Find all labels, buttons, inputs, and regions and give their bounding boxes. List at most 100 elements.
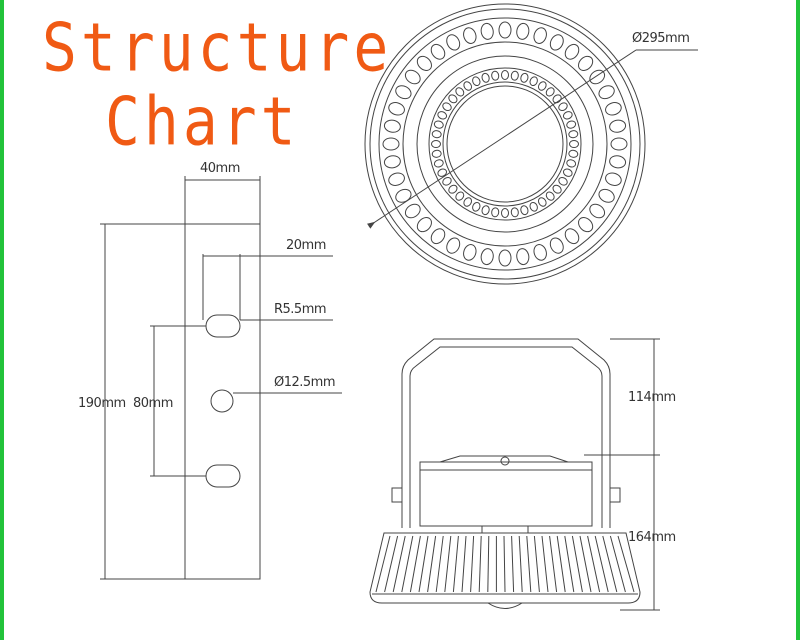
- outer-led-lens: [395, 85, 412, 100]
- center-hole: [210, 389, 234, 413]
- outer-led-lens: [549, 34, 564, 51]
- inner-led-lens: [463, 81, 473, 91]
- outer-led-lens: [430, 228, 446, 245]
- heatsink-fin: [478, 535, 482, 593]
- inner-led-lens: [448, 184, 458, 194]
- outer-led-lens: [498, 21, 512, 39]
- inner-led-lens: [537, 81, 547, 91]
- left-border: [0, 0, 4, 640]
- inner-led-lens: [463, 197, 473, 207]
- outer-led-lenses: [382, 21, 628, 267]
- heatsink-fin: [427, 535, 437, 593]
- inner-led-lens: [520, 205, 529, 216]
- heatsink-fin: [556, 535, 566, 593]
- inner-led-lens: [566, 120, 577, 129]
- driver-top-cover: [439, 455, 569, 463]
- inner-led-lens: [448, 94, 458, 104]
- title-line-1: Structure: [42, 8, 393, 87]
- outer-led-lens: [446, 34, 461, 51]
- outer-led-lens: [498, 249, 512, 267]
- inner-led-lens: [510, 207, 519, 218]
- inner-led-lens: [529, 201, 538, 212]
- outer-led-lens: [430, 43, 446, 60]
- outer-led-lens: [605, 102, 622, 116]
- right-border: [796, 0, 800, 640]
- inner-led-lens: [501, 208, 509, 218]
- outer-led-lens: [605, 172, 622, 186]
- heatsink-fins: [375, 535, 635, 593]
- driver-box: [419, 461, 593, 527]
- inner-led-lens: [491, 70, 500, 81]
- outer-led-lens: [480, 22, 494, 40]
- small-led-ring-inner: [442, 81, 568, 207]
- inner-led-lens: [437, 168, 448, 177]
- top-view: [364, 3, 698, 285]
- inner-led-lens: [481, 72, 490, 83]
- heatsink-fin: [549, 535, 558, 593]
- outer-led-lens: [463, 27, 477, 44]
- inner-led-lens: [433, 120, 444, 129]
- inner-led-lens: [566, 159, 577, 168]
- heatsink-fin: [541, 535, 549, 593]
- width-label: 40mm: [200, 161, 240, 176]
- outer-rim: [364, 3, 646, 285]
- heatsink-body: [369, 532, 641, 604]
- outer-led-lens: [388, 172, 405, 186]
- outer-led-lens: [589, 69, 606, 85]
- heatsink-fin: [444, 535, 452, 593]
- inner-led-lens: [545, 87, 555, 97]
- outer-led-lens: [416, 217, 432, 233]
- upper-slot: [205, 314, 241, 338]
- heatsink-fin: [617, 535, 635, 593]
- inner-led-lens: [537, 197, 547, 207]
- neck: [481, 525, 529, 534]
- total-height-label: 190mm: [78, 396, 126, 411]
- outer-led-lens: [578, 55, 594, 71]
- outer-led-lens: [598, 85, 615, 100]
- slot-width-label: 20mm: [286, 238, 326, 253]
- inner-led-lens: [558, 176, 568, 186]
- inner-led-lens: [568, 130, 579, 139]
- outer-led-lens: [446, 237, 461, 254]
- side-view: [369, 338, 660, 611]
- heatsink-fin: [470, 535, 475, 593]
- outer-led-lens: [609, 119, 627, 133]
- outer-led-lens: [383, 155, 401, 169]
- u-bracket-outer: [401, 338, 611, 528]
- center-opening: [446, 85, 564, 203]
- slot-radius-label: R5.5mm: [274, 302, 327, 317]
- inner-led-lens: [562, 168, 573, 177]
- inner-led-lens: [455, 87, 465, 97]
- outer-led-lens: [382, 137, 400, 151]
- inner-led-lens: [510, 70, 519, 81]
- outer-led-lens: [578, 217, 594, 233]
- outer-rim-inner: [369, 8, 641, 280]
- heatsink-fin: [594, 535, 609, 593]
- heatsink-fin: [518, 535, 523, 593]
- diameter-line: [367, 49, 637, 229]
- bottom-lens: [487, 602, 523, 609]
- inner-led-lens: [491, 207, 500, 218]
- outer-led-lens: [463, 244, 477, 261]
- inner-led-lens: [558, 102, 568, 112]
- inner-led-lens: [501, 70, 509, 80]
- inner-led-lens: [568, 149, 579, 158]
- outer-led-lens: [533, 244, 547, 261]
- heatsink-fin: [401, 535, 414, 593]
- heatsink-fin: [511, 535, 515, 593]
- heatsink-fin: [435, 535, 444, 593]
- outer-led-lens: [609, 155, 627, 169]
- hole-spacing-label: 80mm: [133, 396, 173, 411]
- outer-led-lens: [564, 43, 580, 60]
- hole-diameter-label: Ø12.5mm: [274, 375, 336, 390]
- lens-ring-inner: [402, 41, 608, 247]
- bracket-height-label: 114mm: [628, 390, 676, 405]
- outer-led-lens: [598, 188, 615, 203]
- outer-led-lens: [383, 119, 401, 133]
- heatsink-fin: [418, 535, 429, 593]
- outer-led-lens: [564, 228, 580, 245]
- inner-led-lens: [442, 176, 452, 186]
- inner-led-lens: [431, 130, 442, 139]
